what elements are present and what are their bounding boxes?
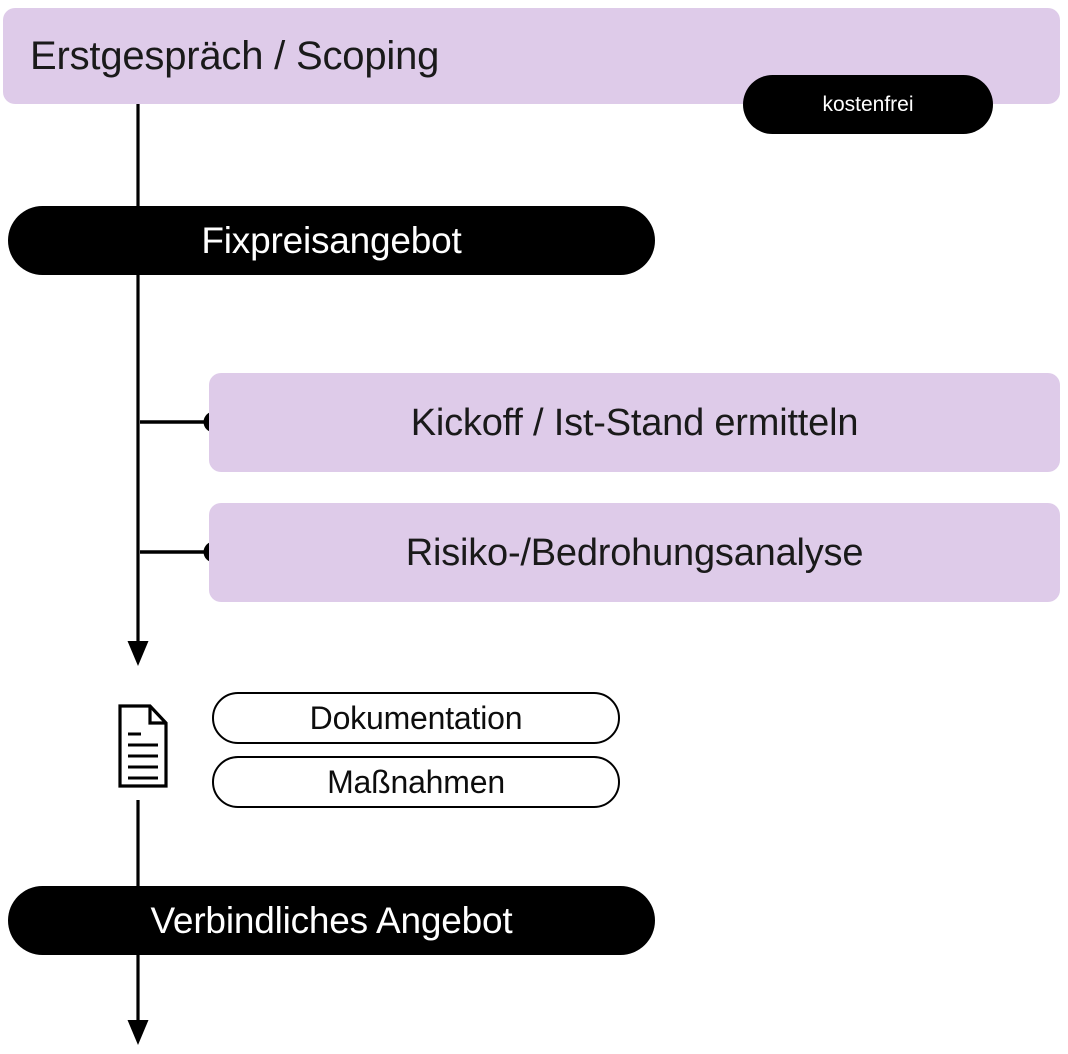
chip-massnahmen-label: Maßnahmen [327,764,505,800]
document-icon [118,704,168,788]
node-risiko-bedrohungsanalyse-label: Risiko-/Bedrohungsanalyse [405,531,864,574]
node-risiko-bedrohungsanalyse[interactable]: Risiko-/Bedrohungsanalyse [209,503,1060,602]
arrow-head-to-deliverables [127,641,149,666]
chip-dokumentation-label: Dokumentation [309,700,523,736]
node-kickoff-ist-stand-label: Kickoff / Ist-Stand ermitteln [410,401,859,444]
chip-dokumentation[interactable]: Dokumentation [212,692,620,744]
node-fixpreisangebot-label: Fixpreisangebot [201,220,462,261]
badge-kostenfrei-label: kostenfrei [822,93,914,116]
badge-kostenfrei[interactable]: kostenfrei [743,75,993,134]
node-verbindliches-angebot[interactable]: Verbindliches Angebot [8,886,655,955]
node-verbindliches-angebot-label: Verbindliches Angebot [150,900,513,941]
document-icon-fold [148,706,166,725]
node-fixpreisangebot[interactable]: Fixpreisangebot [8,206,655,275]
node-erstgespraech-scoping-label: Erstgespräch / Scoping [30,34,440,78]
chip-massnahmen[interactable]: Maßnahmen [212,756,620,808]
node-kickoff-ist-stand[interactable]: Kickoff / Ist-Stand ermitteln [209,373,1060,472]
arrow-head-continue-below [127,1020,149,1045]
